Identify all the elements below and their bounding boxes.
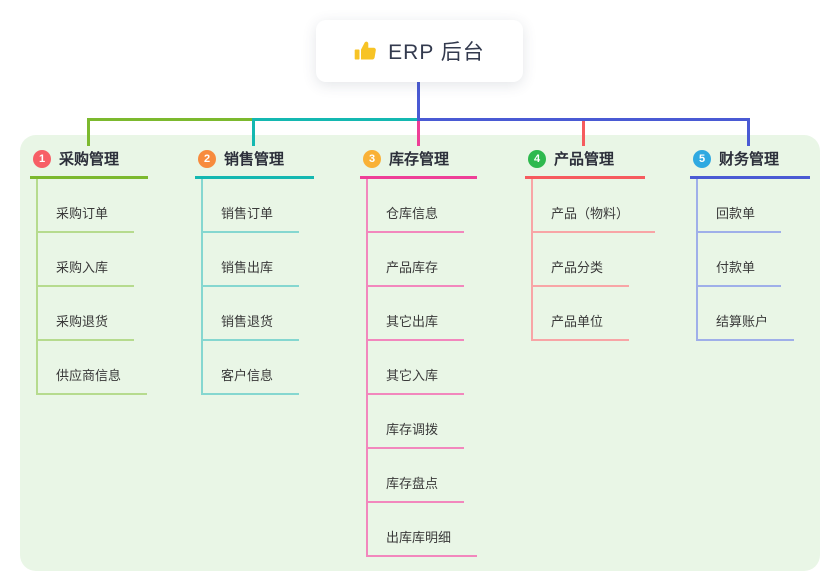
root-title: ERP 后台 xyxy=(388,41,485,64)
branch-badge: 3 xyxy=(363,149,381,168)
child-node-label: 采购退货 xyxy=(38,311,135,341)
branch-header-3[interactable]: 3 库存管理 xyxy=(360,146,477,179)
branch-children-4: 产品（物料） 产品分类产品单位 xyxy=(531,179,656,341)
branch-1: 1 采购管理采购订单采购入库采购退货供应商信息 xyxy=(30,146,148,395)
branch-drop-line-2 xyxy=(252,119,255,146)
branch-label: 财务管理 xyxy=(719,151,780,168)
child-node-label: 采购入库 xyxy=(38,257,135,287)
child-node[interactable]: 回款单 xyxy=(698,179,810,233)
child-node[interactable]: 其它入库 xyxy=(368,341,477,395)
child-node[interactable]: 结算账户 xyxy=(698,287,810,341)
trunk-segment-2 xyxy=(252,118,417,121)
child-node[interactable]: 产品（物料） xyxy=(533,179,656,233)
branch-header-1[interactable]: 1 采购管理 xyxy=(30,146,148,179)
root-node-erp-backend[interactable]: ERP 后台 xyxy=(316,20,523,82)
child-node[interactable]: 其它出库 xyxy=(368,287,477,341)
child-node-label: 库存调拨 xyxy=(368,419,465,449)
child-node[interactable]: 出库库明细 xyxy=(368,503,478,557)
child-node-label: 结算账户 xyxy=(698,311,795,341)
child-node[interactable]: 产品单位 xyxy=(533,287,655,341)
branch-badge: 1 xyxy=(33,149,51,168)
child-node-label: 其它出库 xyxy=(368,311,465,341)
branch-3: 3 库存管理仓库信息产品库存其它出库其它入库库存调拨库存盘点出库库明细 xyxy=(360,146,478,557)
child-node-label: 销售退货 xyxy=(203,311,300,341)
branch-children-2: 销售订单销售出库销售退货客户信息 xyxy=(201,179,314,395)
child-node[interactable]: 仓库信息 xyxy=(368,179,477,233)
child-node-label: 仓库信息 xyxy=(368,203,465,233)
child-node-label: 供应商信息 xyxy=(38,365,148,395)
child-node-label: 出库库明细 xyxy=(368,527,478,557)
child-node-label: 产品分类 xyxy=(533,257,630,287)
trunk-segment-1 xyxy=(87,118,252,121)
branch-drop-line-1 xyxy=(87,119,90,146)
branch-header-4[interactable]: 4 产品管理 xyxy=(525,146,645,179)
child-node-label: 销售订单 xyxy=(203,203,300,233)
branch-label: 销售管理 xyxy=(224,151,285,168)
child-node-label: 产品单位 xyxy=(533,311,630,341)
branch-4: 4 产品管理产品（物料） 产品分类产品单位 xyxy=(525,146,656,341)
child-node-label: 采购订单 xyxy=(38,203,135,233)
thumbs-up-icon xyxy=(354,41,376,60)
child-node-label: 库存盘点 xyxy=(368,473,465,503)
branch-children-3: 仓库信息产品库存其它出库其它入库库存调拨库存盘点出库库明细 xyxy=(366,179,478,557)
child-node[interactable]: 供应商信息 xyxy=(38,341,148,395)
child-node[interactable]: 付款单 xyxy=(698,233,810,287)
child-node[interactable]: 采购订单 xyxy=(38,179,148,233)
child-node-label: 销售出库 xyxy=(203,257,300,287)
branch-drop-line-3 xyxy=(417,119,420,146)
child-node-label: 产品库存 xyxy=(368,257,465,287)
child-node[interactable]: 产品分类 xyxy=(533,233,655,287)
branch-2: 2 销售管理销售订单销售出库销售退货客户信息 xyxy=(195,146,314,395)
branch-badge: 5 xyxy=(693,149,711,168)
branch-label: 产品管理 xyxy=(554,151,615,168)
child-node[interactable]: 库存盘点 xyxy=(368,449,477,503)
branch-5: 5 财务管理回款单付款单结算账户 xyxy=(690,146,810,341)
branch-header-2[interactable]: 2 销售管理 xyxy=(195,146,314,179)
child-node-label: 其它入库 xyxy=(368,365,465,395)
child-node-label: 客户信息 xyxy=(203,365,300,395)
branch-drop-line-5 xyxy=(747,119,750,146)
branch-children-1: 采购订单采购入库采购退货供应商信息 xyxy=(36,179,148,395)
child-node-label: 付款单 xyxy=(698,257,782,287)
child-node[interactable]: 销售退货 xyxy=(203,287,314,341)
trunk-segment-3 xyxy=(417,118,750,121)
child-node[interactable]: 销售出库 xyxy=(203,233,314,287)
branches-background-panel xyxy=(20,135,820,571)
branch-children-5: 回款单付款单结算账户 xyxy=(696,179,810,341)
branch-badge: 2 xyxy=(198,149,216,168)
child-node[interactable]: 采购退货 xyxy=(38,287,148,341)
root-connector-line xyxy=(417,82,420,121)
child-node[interactable]: 产品库存 xyxy=(368,233,477,287)
child-node-label: 产品（物料） xyxy=(533,203,656,233)
child-node[interactable]: 销售订单 xyxy=(203,179,314,233)
branch-badge: 4 xyxy=(528,149,546,168)
branch-drop-line-4 xyxy=(582,119,585,146)
branch-label: 采购管理 xyxy=(59,151,120,168)
child-node[interactable]: 库存调拨 xyxy=(368,395,477,449)
child-node[interactable]: 采购入库 xyxy=(38,233,148,287)
branch-header-5[interactable]: 5 财务管理 xyxy=(690,146,810,179)
branch-label: 库存管理 xyxy=(389,151,450,168)
child-node-label: 回款单 xyxy=(698,203,782,233)
child-node[interactable]: 客户信息 xyxy=(203,341,314,395)
